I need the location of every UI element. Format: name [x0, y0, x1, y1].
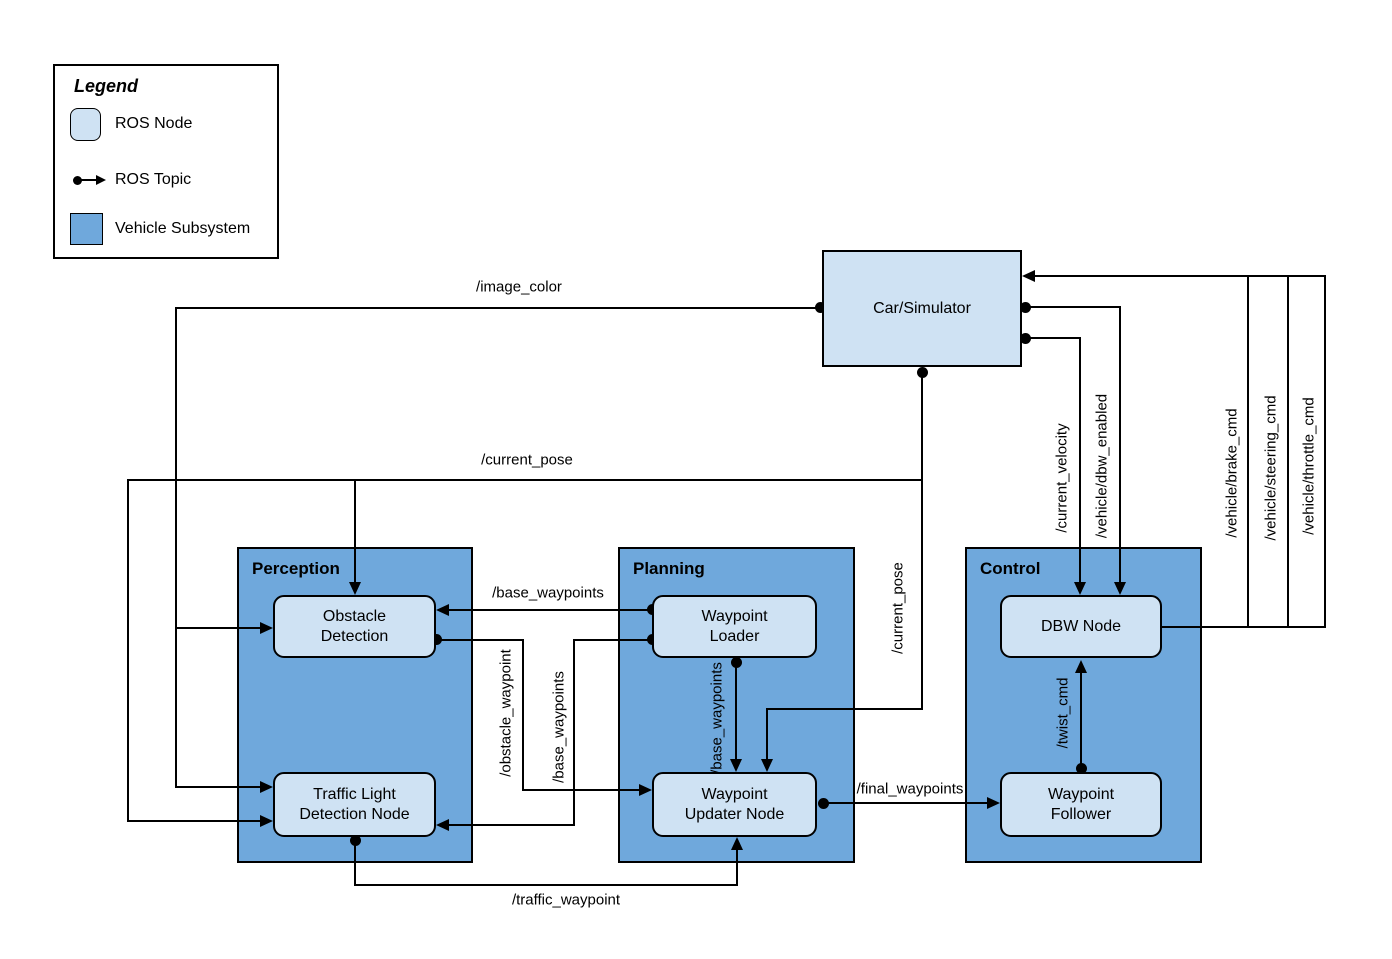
- arrowhead-icon: [260, 815, 273, 827]
- arrowhead-icon: [1022, 270, 1035, 282]
- topic-label-base-waypoints-mid: /base_waypoints: [708, 662, 726, 774]
- subsystem-planning-title: Planning: [633, 559, 705, 578]
- node-dbw: DBW Node: [1000, 595, 1162, 658]
- topic-label-traffic-waypoint: /traffic_waypoint: [511, 891, 621, 909]
- vehicle-subsystem-swatch-icon: [70, 213, 103, 245]
- topic-label-steering-cmd: /vehicle/steering_cmd: [1262, 395, 1280, 541]
- arrowhead-icon: [1075, 660, 1087, 673]
- ros-topic-line-icon: [77, 179, 102, 181]
- topic-label-current-pose: /current_pose: [481, 451, 573, 469]
- arrowhead-icon: [1074, 582, 1086, 595]
- node-waypoint-follower: Waypoint Follower: [1000, 772, 1162, 837]
- node-waypoint-loader: Waypoint Loader: [652, 595, 817, 658]
- node-traffic-light-detection: Traffic Light Detection Node: [273, 772, 436, 837]
- arrowhead-icon: [639, 784, 652, 796]
- topic-label-base-waypoints-left: /base_waypoints: [550, 671, 568, 783]
- topic-label-twist-cmd: /twist_cmd: [1054, 677, 1072, 749]
- legend-title: Legend: [74, 76, 139, 96]
- arrowhead-icon: [731, 837, 743, 850]
- arrowhead-icon: [260, 781, 273, 793]
- topic-label-current-pose-vertical: /current_pose: [889, 562, 907, 654]
- legend-vehicle-subsystem-label: Vehicle Subsystem: [115, 220, 251, 237]
- topic-label-throttle-cmd: /vehicle/throttle_cmd: [1300, 397, 1318, 535]
- ros-node-swatch-icon: [70, 108, 101, 141]
- dot-icon: [815, 302, 826, 313]
- topic-label-image-color: /image_color: [476, 278, 562, 296]
- arrowhead-icon: [761, 759, 773, 772]
- topic-label-current-velocity: /current_velocity: [1053, 423, 1071, 533]
- legend-box: Legend ROS Node ROS Topic Vehicle Subsys…: [53, 64, 279, 259]
- arrowhead-icon: [436, 819, 449, 831]
- topic-label-dbw-enabled: /vehicle/dbw_enabled: [1093, 393, 1111, 539]
- topic-label-final-waypoints: /final_waypoints: [856, 780, 964, 798]
- legend-ros-topic-label: ROS Topic: [115, 171, 192, 188]
- topic-label-brake-cmd: /vehicle/brake_cmd: [1223, 408, 1241, 538]
- node-car-simulator: Car/Simulator: [822, 250, 1022, 367]
- arrowhead-icon: [1114, 582, 1126, 595]
- arrowhead-icon: [436, 604, 449, 616]
- arrowhead-icon: [987, 797, 1000, 809]
- topic-label-obstacle-waypoint: /obstacle_waypoint: [497, 649, 515, 777]
- subsystem-perception-title: Perception: [252, 559, 340, 578]
- arrowhead-icon: [349, 582, 361, 595]
- topic-label-base-waypoints-top: /base_waypoints: [492, 584, 604, 602]
- arrowhead-icon: [730, 759, 742, 772]
- subsystem-control-title: Control: [980, 559, 1041, 578]
- arrowhead-icon: [260, 622, 273, 634]
- legend-ros-node-label: ROS Node: [115, 115, 193, 132]
- ros-topic-arrow-icon: [96, 175, 106, 185]
- dot-icon: [1076, 763, 1087, 774]
- node-obstacle-detection: Obstacle Detection: [273, 595, 436, 658]
- node-waypoint-updater: Waypoint Updater Node: [652, 772, 817, 837]
